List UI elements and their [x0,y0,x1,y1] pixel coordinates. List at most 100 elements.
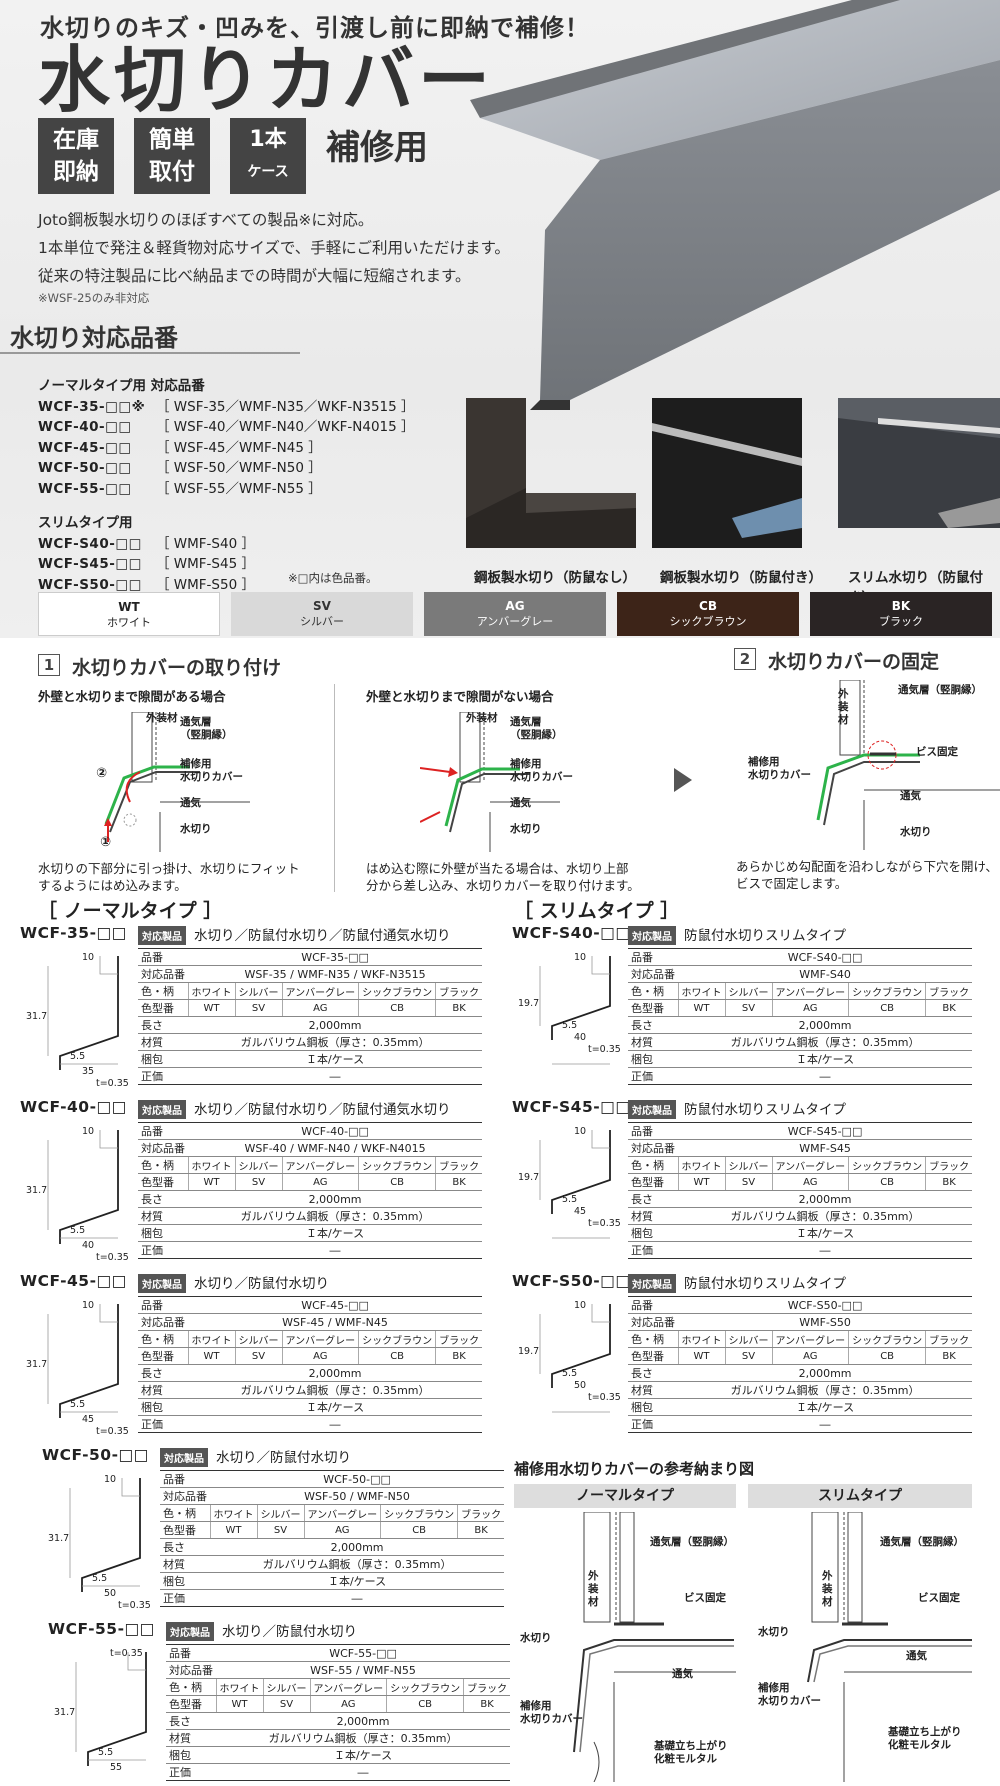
label-line: （竪胴縁） [510,729,563,741]
normal-type-heading: ［ ノーマルタイプ ］ [38,900,223,922]
spec-value: シックブラウン [358,1330,436,1348]
badge-line: ケース [247,164,289,180]
spec-label: 材質 [138,1033,188,1051]
label-wall: 外装材 [838,688,849,726]
spec-value: SV [724,1347,772,1365]
spec-label: 材質 [138,1381,188,1399]
spec-label: 材質 [628,1381,678,1399]
spec-label: 長さ [628,1364,678,1382]
spec-value: WT [677,1347,725,1365]
step-2-number: 2 [734,648,756,670]
dimension-label: t=0.35 [588,1218,621,1229]
label-line: 水切りカバー [520,1713,583,1725]
spec-label: 品番 [160,1470,210,1488]
spec-value: ガルバリウム鋼板（厚さ：0.35mm） [188,1207,483,1225]
spec-value: WSF-35 / WMF-N35 / WKF-N3515 [188,965,483,983]
spec-label: 色型番 [138,999,188,1017]
spec-label: 色・柄 [138,982,188,1000]
spec-value: BK [925,999,973,1017]
product-description: 水切り／防鼠付水切り [216,1450,351,1466]
spec-value: アンバーグレー [281,982,359,1000]
spec-value: CB [358,999,436,1017]
swatch-name: ホワイト [107,616,151,629]
spec-value: 2,000mm [188,1190,483,1208]
ref-label-vent: 通気 [906,1650,927,1662]
compat-list: ノーマルタイプ用 対応品番 WCF-35-□□※［ WSF-35／WMF-N35… [38,376,415,595]
color-code-note: ※□内は色品番。 [288,571,378,585]
intro-line: 従来の特注製品に比べ納品までの時間が大幅に短縮されます。 [38,267,471,285]
spec-value: ホワイト [677,1156,725,1174]
dimension-label: t=0.35 [118,1600,151,1611]
hero-section: 水切りのキズ・凹みを、引渡し前に即納で補修！ 水切りカバー 在庫即納 簡単取付 … [0,0,1000,638]
spec-value: シルバー [234,1156,282,1174]
spec-value: SV [234,999,282,1017]
spec-value: シルバー [234,982,282,1000]
hero-intro: Joto鋼板製水切りのほぼすべての製品※に対応。 1本単位で発注＆軽貨物対応サイ… [38,206,510,290]
hero-title: 水切りカバー [38,38,495,122]
compat-tag: 対応製品 [138,926,186,945]
spec-value: WT [209,1521,257,1539]
step-marker: ① [100,835,112,850]
product-description: 防鼠付水切りスリムタイプ [684,928,846,944]
spec-value: シックブラウン [358,982,436,1000]
dimension-label: 40 [574,1032,587,1043]
dimension-label: t=0.35 [110,1648,143,1659]
label-vent-layer: 通気層（竪胴縁） [180,716,233,742]
spec-value: WCF-45-□□ [188,1296,483,1314]
case-a-caption: 水切りの下部分に引っ掛け、水切りにフィットするようにはめ込みます。 [38,860,300,894]
ref-label-screw: ビス固定 [684,1592,726,1604]
spec-value: アンバーグレー [309,1678,387,1696]
spec-row-material: 材質ガルバリウム鋼板（厚さ：0.35mm） [160,1555,505,1573]
dimension-label: 5.5 [562,1020,578,1031]
fix-diagram [816,680,1000,850]
spec-row-price: 正価― [628,1241,973,1259]
divider [334,684,335,892]
profile-drawing [539,1304,611,1413]
caption-line: 分から差し込み、水切りカバーを取り付けます。 [366,878,640,893]
spec-value: 2,000mm [188,1364,483,1382]
label-flashing: 水切り [180,823,212,835]
spec-label: 梱包 [628,1398,678,1416]
spec-value: WMF-S40 [678,965,973,983]
spec-label: 長さ [160,1538,210,1556]
spec-value: シックブラウン [848,1156,926,1174]
spec-label: 正価 [628,1241,678,1259]
spec-row-color: 色・柄ホワイトシルバーアンバーグレーシックブラウンブラック [138,1156,483,1174]
dimension-label: 50 [104,1588,117,1599]
spec-value: BK [463,1695,511,1713]
spec-label: 品番 [138,1122,188,1140]
spec-value: Ｉ本/ケース [678,1224,973,1242]
compat-value: ［ WMF-S40 ］ [156,535,255,552]
dimension-label: 10 [574,1300,587,1311]
compat-row: WCF-S40-□□［ WMF-S40 ］ [38,534,415,555]
spec-value: AG [771,999,849,1017]
spec-value: アンバーグレー [281,1156,359,1174]
install-diagram-b [420,712,560,852]
spec-label: 材質 [628,1207,678,1225]
dimension-label: 45 [574,1206,587,1217]
compat-row: WCF-35-□□※［ WSF-35／WMF-N35／WKF-N3515 ］ [38,397,415,418]
swatch-name: シックブラウン [669,615,747,628]
swatch-code: AG [505,599,525,613]
spec-value: AG [303,1521,381,1539]
spec-value: WT [187,1347,235,1365]
product-description: 水切り／防鼠付水切り [222,1624,357,1640]
spec-value: AG [771,1173,849,1191]
spec-label: 長さ [138,1190,188,1208]
label-line: 水切りカバー [510,771,573,783]
ref-label-vent-layer: 通気層（竪胴縁） [650,1536,734,1548]
spec-label: 色・柄 [166,1678,216,1696]
